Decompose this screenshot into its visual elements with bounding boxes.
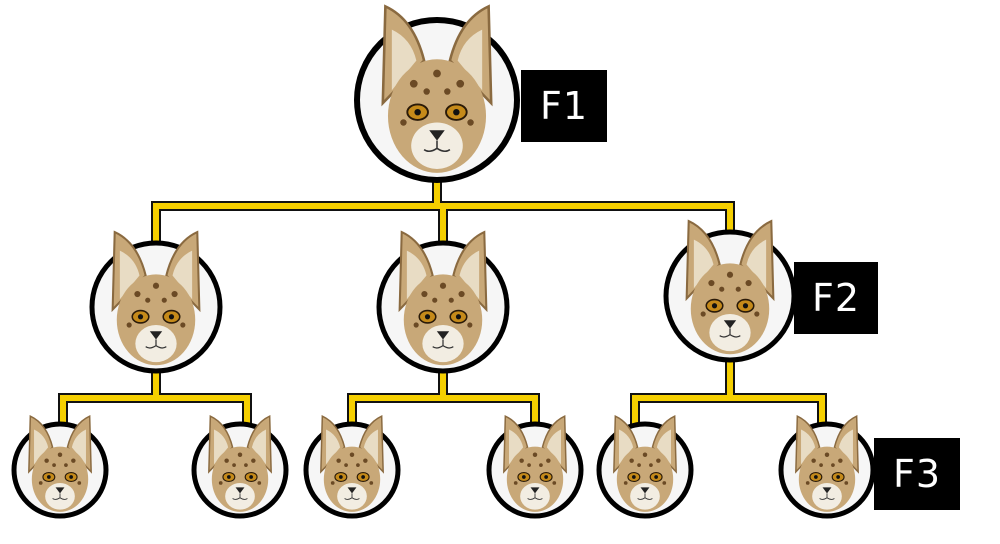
node-f3-2 [303, 415, 401, 519]
node-f3-0 [11, 415, 109, 519]
node-f3-4 [596, 415, 694, 519]
node-f1 [354, 5, 520, 183]
node-f3-5 [778, 415, 876, 519]
node-f3-3 [486, 415, 584, 519]
generation-label-f1: F1 [521, 70, 607, 142]
node-f2-0 [89, 231, 223, 374]
generation-label-f2: F2 [794, 262, 878, 334]
node-f2-2 [663, 220, 797, 363]
node-f3-1 [191, 415, 289, 519]
generation-label-f3: F3 [874, 438, 960, 510]
node-f2-1 [376, 231, 510, 374]
